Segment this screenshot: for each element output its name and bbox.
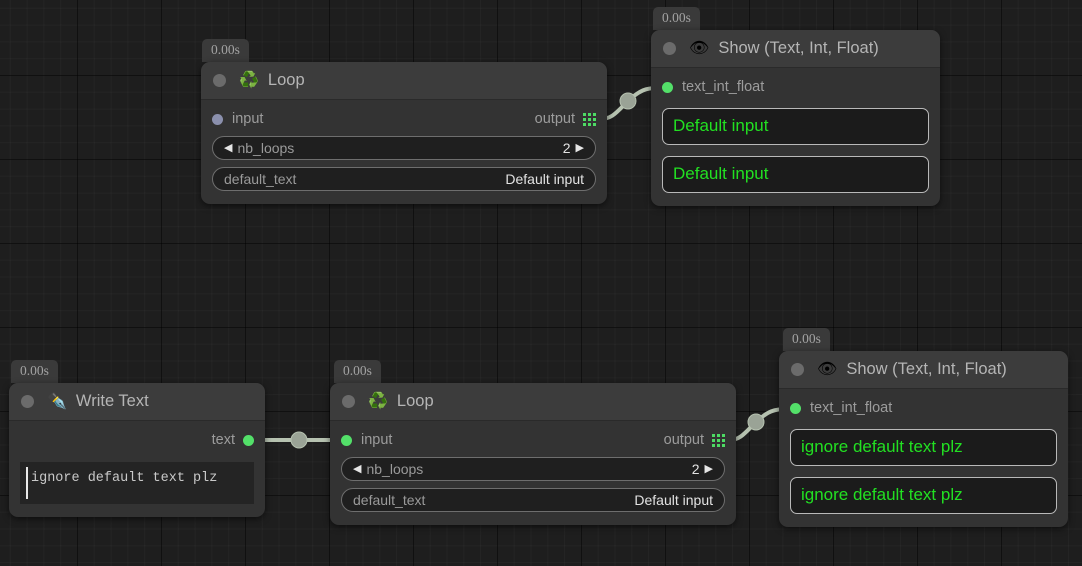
param-value[interactable]: Default input <box>634 492 713 508</box>
node-time-badge-loop-top: 0.00s <box>202 39 249 62</box>
port-row-show-bottom: text_int_float <box>790 398 1057 418</box>
node-body-loop-top: input output ◀ nb_loops 2 ▶ default_text… <box>201 100 607 204</box>
wire-loop-top-to-show-top <box>599 86 659 121</box>
node-title-show-top: Show (Text, Int, Float) <box>718 39 879 57</box>
value-display-1: Default input <box>662 108 929 145</box>
stepper-decrement-icon[interactable]: ◀ <box>353 462 362 475</box>
node-body-show-top: text_int_float Default input Default inp… <box>651 68 940 206</box>
output-port-dot-write-text[interactable] <box>243 434 254 446</box>
port-row-loop-bottom: input output <box>341 430 725 450</box>
text-input-area[interactable]: ignore default text plz <box>20 462 254 504</box>
collapse-dot-icon[interactable] <box>663 42 676 55</box>
output-port-label: output <box>663 432 704 448</box>
param-value[interactable]: 2 <box>562 140 571 156</box>
param-default-text-loop-top[interactable]: default_text Default input <box>212 167 596 191</box>
node-time-badge-show-top: 0.00s <box>653 7 700 30</box>
node-header-show-bottom[interactable]: 👁 Show (Text, Int, Float) <box>779 351 1068 389</box>
value-display-2: Default input <box>662 156 929 193</box>
port-row-show-top: text_int_float <box>662 77 929 97</box>
node-body-write-text: text ignore default text plz <box>9 421 265 517</box>
collapse-dot-icon[interactable] <box>342 395 355 408</box>
text-caret <box>26 467 28 499</box>
output-port-label: output <box>534 111 575 127</box>
input-port-label: input <box>361 432 393 448</box>
node-body-loop-bottom: input output ◀ nb_loops 2 ▶ default_text… <box>330 421 736 525</box>
node-header-loop-bottom[interactable]: ♻️ Loop <box>330 383 736 421</box>
node-title-loop-top: Loop <box>267 71 305 89</box>
stepper-increment-icon[interactable]: ▶ <box>575 141 584 154</box>
input-port-dot-show-top[interactable] <box>662 81 673 93</box>
node-show-top[interactable]: 👁 Show (Text, Int, Float) text_int_float… <box>651 30 940 206</box>
input-port-dot-loop-bottom[interactable] <box>341 434 352 446</box>
node-title-loop-bottom: Loop <box>396 392 434 410</box>
collapse-dot-icon[interactable] <box>213 74 226 87</box>
node-title-write-text: Write Text <box>75 392 149 410</box>
recycle-icon: ♻️ <box>368 392 388 410</box>
input-port-label: input <box>232 111 264 127</box>
input-port-dot-show-bottom[interactable] <box>790 402 801 414</box>
node-header-loop-top[interactable]: ♻️ Loop <box>201 62 607 100</box>
port-row-loop-top: input output <box>212 109 596 129</box>
node-header-show-top[interactable]: 👁 Show (Text, Int, Float) <box>651 30 940 68</box>
node-loop-bottom[interactable]: ♻️ Loop input output ◀ nb_loops 2 ▶ d <box>330 383 736 525</box>
list-grid-icon[interactable] <box>583 112 596 126</box>
node-header-write-text[interactable]: ✒️ Write Text <box>9 383 265 421</box>
input-port-label: text_int_float <box>810 400 893 416</box>
wire-reroute-handle[interactable] <box>619 92 637 110</box>
stepper-increment-icon[interactable]: ▶ <box>704 462 713 475</box>
param-default-text-loop-bottom[interactable]: default_text Default input <box>341 488 725 512</box>
param-value[interactable]: Default input <box>505 171 584 187</box>
node-title-show-bottom: Show (Text, Int, Float) <box>846 360 1007 378</box>
node-time-badge-loop-bottom: 0.00s <box>334 360 381 383</box>
node-loop-top[interactable]: ♻️ Loop input output ◀ nb_loops 2 ▶ d <box>201 62 607 204</box>
eye-icon: 👁 <box>817 360 838 378</box>
output-port-label: text <box>211 432 235 448</box>
param-value[interactable]: 2 <box>691 461 700 477</box>
list-grid-icon[interactable] <box>712 433 725 447</box>
value-display-1: ignore default text plz <box>790 429 1057 466</box>
node-write-text[interactable]: ✒️ Write Text text ignore default text p… <box>9 383 265 517</box>
param-nb-loops-loop-top[interactable]: ◀ nb_loops 2 ▶ <box>212 136 596 160</box>
param-name: nb_loops <box>237 140 295 156</box>
wire-reroute-handle[interactable] <box>747 413 765 431</box>
recycle-icon: ♻️ <box>239 71 259 89</box>
param-name: nb_loops <box>366 461 424 477</box>
input-port-dot-loop-top[interactable] <box>212 113 223 125</box>
node-time-badge-show-bottom: 0.00s <box>783 328 830 351</box>
port-row-write-text: text <box>20 430 254 450</box>
stepper-decrement-icon[interactable]: ◀ <box>224 141 233 154</box>
param-name: default_text <box>353 492 426 508</box>
node-body-show-bottom: text_int_float ignore default text plz i… <box>779 389 1068 527</box>
param-nb-loops-loop-bottom[interactable]: ◀ nb_loops 2 ▶ <box>341 457 725 481</box>
collapse-dot-icon[interactable] <box>791 363 804 376</box>
input-port-label: text_int_float <box>682 79 765 95</box>
eye-icon: 👁 <box>689 39 710 57</box>
param-name: default_text <box>224 171 297 187</box>
wire-reroute-handle[interactable] <box>290 431 308 449</box>
pen-nib-icon: ✒️ <box>47 392 67 410</box>
text-input-value: ignore default text plz <box>31 471 218 486</box>
node-show-bottom[interactable]: 👁 Show (Text, Int, Float) text_int_float… <box>779 351 1068 527</box>
value-display-2: ignore default text plz <box>790 477 1057 514</box>
collapse-dot-icon[interactable] <box>21 395 34 408</box>
node-time-badge-write-text: 0.00s <box>11 360 58 383</box>
